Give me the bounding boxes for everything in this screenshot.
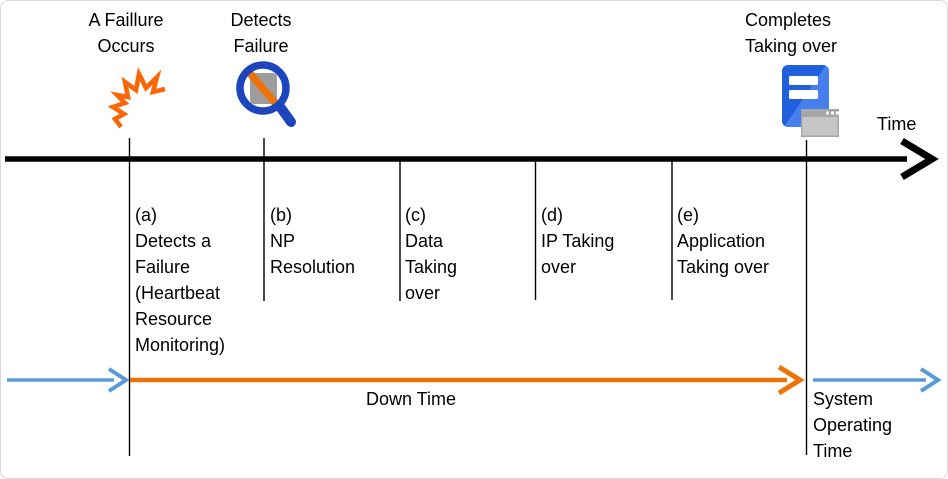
time-axis-label: Time	[877, 114, 917, 134]
down-time-arrowhead-icon	[777, 364, 805, 396]
phase-label-d: (d) IP Taking over	[541, 205, 615, 277]
detect-magnifier-icon	[236, 61, 296, 127]
event-label-completes-takeover: Completes Taking over	[745, 10, 838, 56]
app-window-dot-1	[826, 111, 829, 115]
server-slot-1	[789, 76, 818, 85]
system-operating-time-label: System Operating Time	[813, 389, 893, 461]
app-window-body	[802, 117, 838, 136]
phase-label-a: (a) Detects a Failure (Heartbeat Resourc…	[135, 205, 226, 355]
magnifier-ring	[236, 61, 290, 115]
phase-label-c: (c) Data Taking over	[405, 205, 458, 303]
down-time-label: Down Time	[365, 389, 457, 409]
magnifier-failure-slash	[245, 68, 280, 108]
app-window-dot-3	[836, 111, 839, 115]
phase-label-e: (e) Application Taking over	[677, 205, 770, 277]
operating-time-left-arrowhead-icon	[107, 367, 130, 393]
event-label-detects-failure: Detects Failure	[230, 10, 292, 56]
time-axis-arrowhead-icon	[900, 137, 939, 181]
server-takeover-icon	[782, 65, 839, 137]
phase-label-b: (b) NP Resolution	[270, 205, 356, 277]
magnifier-handle	[276, 103, 296, 127]
event-label-failure-occurs: A Faillure Occurs	[88, 10, 164, 56]
server-slot-2	[789, 90, 818, 99]
failure-spark-icon	[107, 66, 166, 129]
app-window-dot-2	[831, 111, 834, 115]
operating-time-right-arrowhead-icon	[919, 367, 942, 393]
